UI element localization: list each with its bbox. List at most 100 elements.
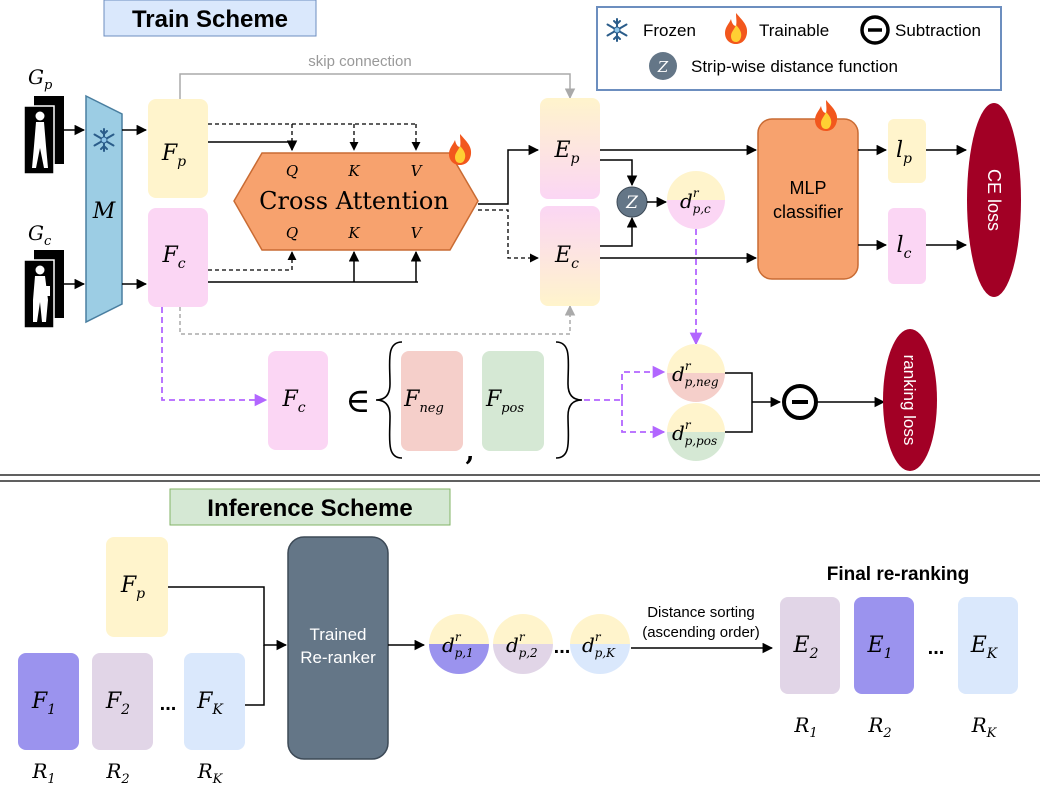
fneg-box (401, 351, 463, 451)
ec-label: Ec (554, 243, 579, 272)
lc-label: lc (897, 233, 912, 262)
model-m-label: M (92, 199, 116, 224)
mlp-label-1: MLP (789, 178, 826, 198)
cross-attention-title: Cross Attention (259, 187, 449, 215)
legend-frozen: Frozen (643, 21, 696, 40)
d-pos-circle (667, 403, 725, 461)
left-brace (375, 341, 403, 459)
legend-strip: Strip-wise distance function (691, 57, 898, 76)
split-to-dneg-violet (621, 365, 666, 400)
inf-f1-label: F1 (31, 689, 56, 718)
ca-v-bottom: V (411, 224, 424, 242)
ep-label: Ep (553, 138, 579, 167)
final-r1-label: R1 (793, 713, 817, 741)
d-neg-circle (667, 344, 725, 402)
final-reranking-title: Final re-ranking (827, 564, 970, 585)
skip-connection-label: skip connection (308, 53, 411, 70)
trained-reranker (287, 536, 389, 760)
inf-d2-circle (493, 614, 553, 674)
inf-dots-2: ... (554, 636, 571, 658)
lc-box (888, 208, 926, 284)
final-e2-box (780, 597, 840, 694)
legend-z-letter: Z (657, 58, 669, 76)
inf-rk-label: RK (197, 759, 224, 786)
inference-title-box (169, 488, 451, 526)
inf-d1-circle (429, 614, 489, 674)
fp-box (148, 99, 208, 198)
fc-label: Fc (161, 243, 185, 272)
train-title: Train Scheme (132, 6, 288, 33)
model-m (85, 94, 123, 324)
fc-set-box (268, 351, 328, 450)
inference-title: Inference Scheme (207, 495, 412, 522)
fc-to-set-violet (161, 307, 268, 407)
dneg-to-sub (725, 372, 753, 433)
gc-label: Gc (28, 221, 52, 249)
skip-connection-top (179, 73, 576, 100)
ec-box (540, 206, 600, 306)
ca-to-ec-dashed (478, 209, 539, 263)
inf-dots-1: ... (160, 693, 177, 715)
fc-box (148, 208, 208, 307)
final-e1-label: E1 (867, 633, 893, 662)
final-ek-box (958, 597, 1018, 694)
final-r2-label: R2 (867, 713, 891, 741)
fc-set-label: Fc (281, 387, 305, 416)
ce-loss-label: CE loss (984, 169, 1004, 231)
inf-fk-to-reranker (245, 645, 265, 706)
element-of-symbol: ∈ (345, 381, 370, 421)
lp-label: lp (896, 138, 912, 167)
inf-r1-label: R1 (31, 759, 55, 786)
final-ek-label: EK (970, 633, 999, 662)
legend-subtraction: Subtraction (895, 21, 981, 40)
ca-q-top: Q (286, 162, 298, 180)
mlp-label-2: classifier (773, 202, 843, 222)
ca-q-bottom: Q (286, 224, 298, 242)
gait-silhouette-gc (23, 250, 64, 329)
train-title-box (103, 0, 317, 37)
ranking-loss-node (883, 329, 937, 471)
fp-label: Fp (161, 141, 186, 170)
ranking-loss-label: ranking loss (900, 355, 919, 446)
lp-box (888, 119, 926, 183)
d-pc-circle (667, 171, 725, 229)
legend-trainable: Trainable (759, 21, 829, 40)
reranker-label-2: Re-ranker (300, 648, 376, 667)
ca-v-top: V (411, 162, 424, 180)
inf-fk-box (184, 653, 245, 750)
inf-f2-box (92, 653, 153, 750)
final-dots: ... (928, 637, 945, 659)
ca-k-bottom: K (347, 224, 360, 242)
ec-to-z (600, 216, 638, 247)
inf-dk-circle (570, 614, 630, 674)
inf-fk-label: FK (196, 689, 224, 718)
ep-box (540, 98, 600, 199)
legend-z-icon (649, 52, 677, 80)
set-comma: , (465, 437, 474, 467)
cross-attention-block (233, 152, 479, 251)
mlp-classifier (757, 118, 859, 280)
train-scheme: Train Scheme skip connection Gp Gc M (23, 0, 1021, 471)
sorting-label-1: Distance sorting (647, 604, 755, 621)
gait-silhouette-gp (23, 96, 64, 175)
ca-k-top: K (347, 162, 360, 180)
final-e1-box (854, 597, 914, 694)
ce-loss-node (967, 103, 1021, 297)
right-brace (555, 341, 583, 459)
z-node-label: Z (625, 193, 639, 213)
inf-r2-label: R2 (105, 759, 129, 786)
inf-fp-label: Fp (120, 573, 145, 602)
trainable-fire-icon-ca (449, 134, 472, 165)
inf-fp-to-reranker (168, 586, 288, 651)
fpos-box (482, 351, 544, 451)
final-rk-label: RK (971, 713, 998, 741)
legend: Frozen Trainable Subtraction Z Strip-wis… (596, 6, 1002, 91)
split-to-dpos-violet (621, 400, 666, 439)
inf-fp-box (106, 537, 168, 637)
sorting-label-2: (ascending order) (642, 624, 760, 641)
